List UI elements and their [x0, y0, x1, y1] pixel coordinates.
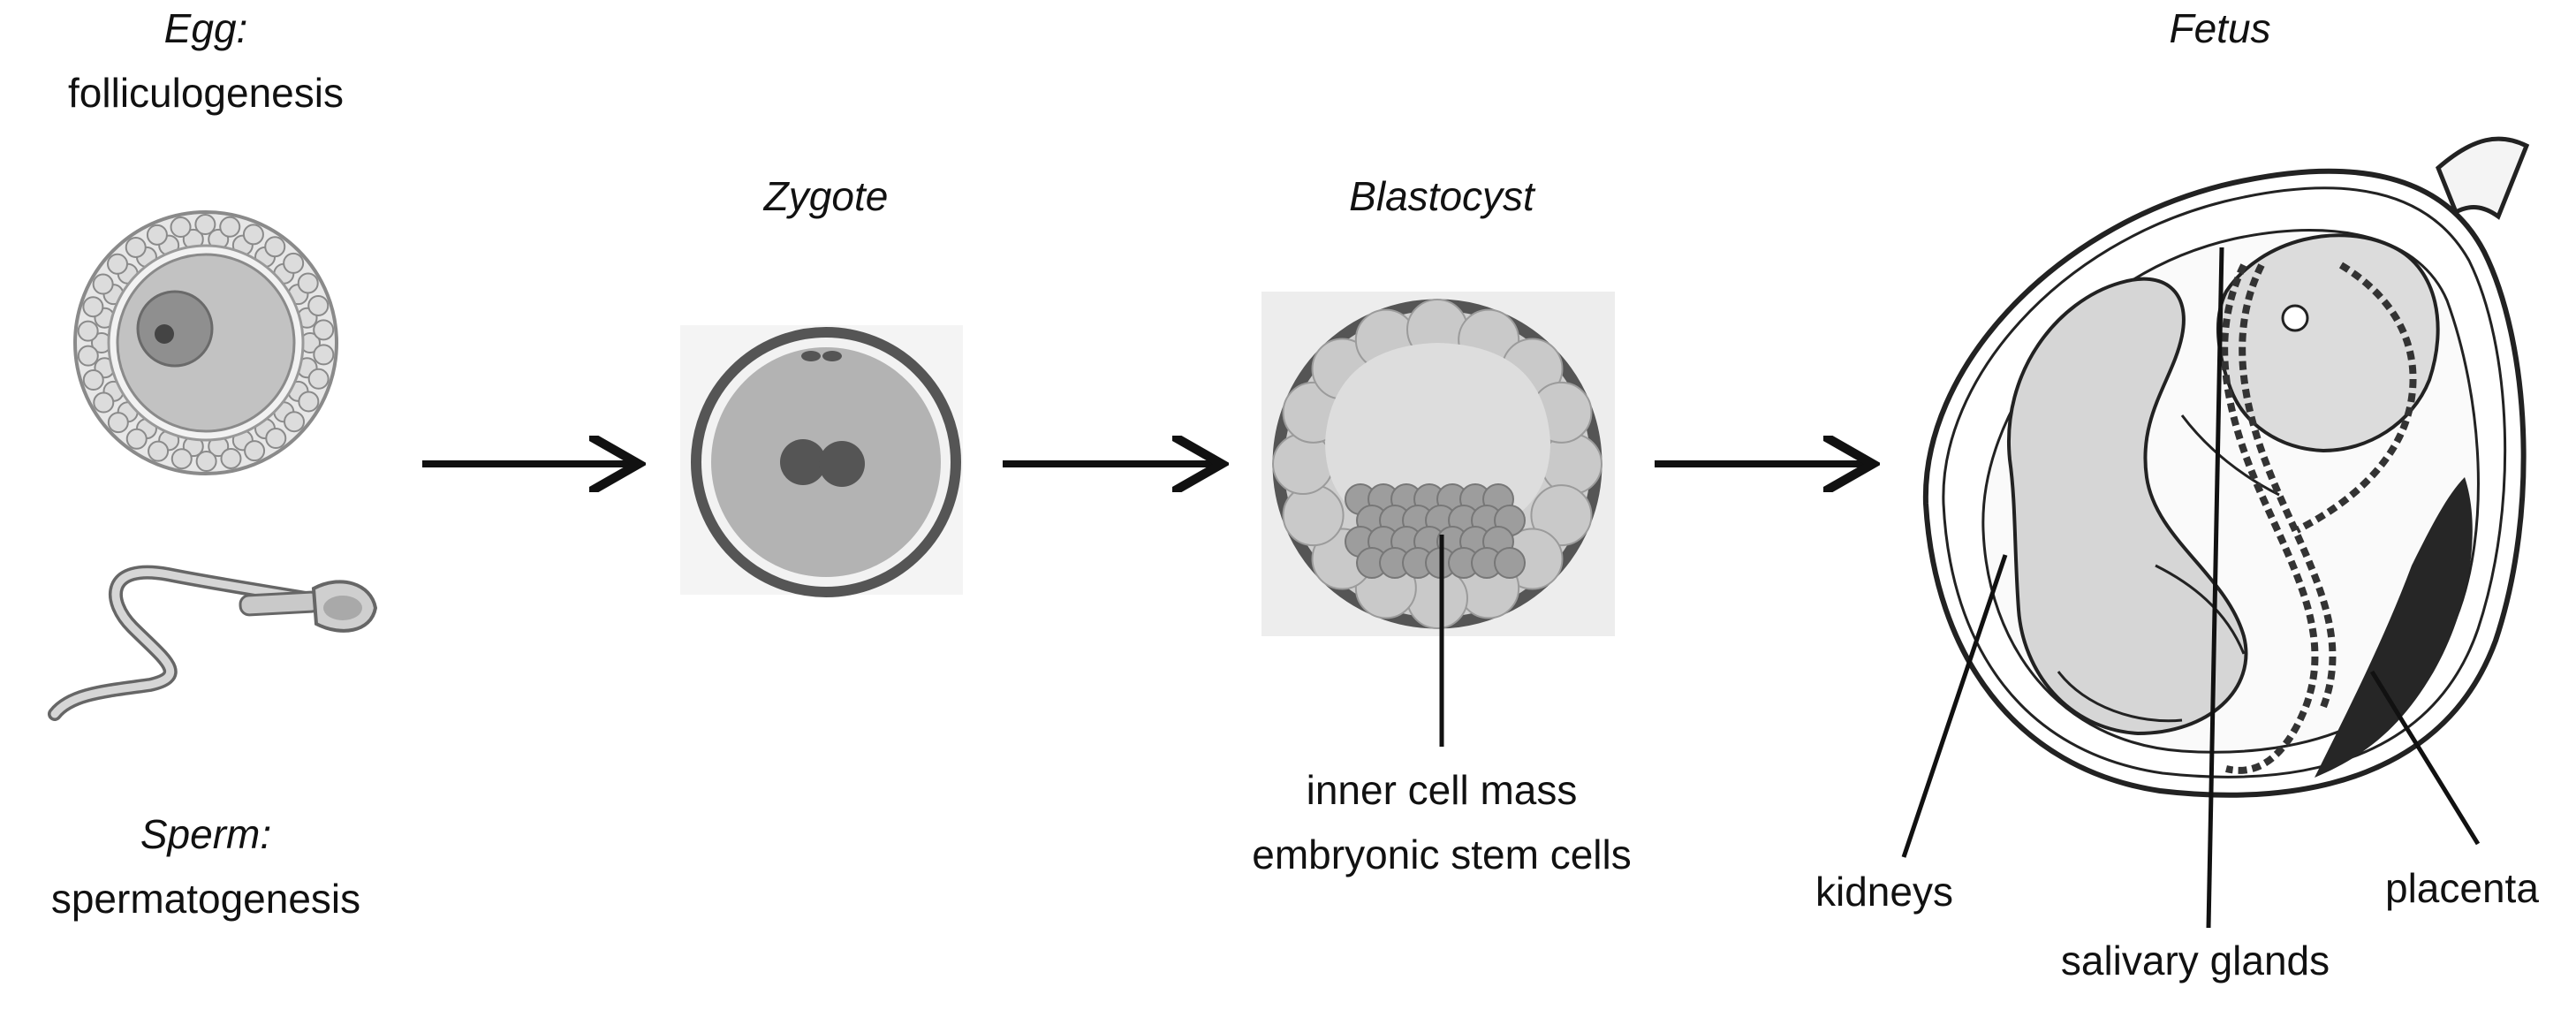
cell [307, 368, 330, 390]
fetus-illustration [1922, 136, 2530, 798]
cell [1272, 433, 1334, 495]
egg-subtitle: folliculogenesis [68, 70, 344, 116]
kidneys-leader-line [1901, 554, 2008, 858]
cell [146, 224, 168, 246]
sperm-subtitle: spermatogenesis [50, 876, 361, 922]
blastocyst-illustration [1261, 292, 1615, 636]
zygote-title: Zygote [763, 173, 889, 219]
fetus-body [2007, 277, 2248, 736]
cell [82, 369, 104, 391]
cell [92, 273, 114, 295]
sperm-title: Sperm: [140, 811, 272, 857]
egg-illustration [73, 210, 338, 475]
cell [242, 224, 264, 246]
kidneys-label: kidneys [1815, 869, 1953, 915]
cell [107, 412, 129, 434]
sperm-illustration [48, 565, 378, 721]
fetus-title: Fetus [2169, 5, 2271, 51]
cell [297, 272, 319, 294]
cell [1282, 484, 1345, 547]
icm-label-line2: embryonic stem cells [1252, 832, 1632, 877]
fetus-head [2216, 233, 2440, 453]
cell [77, 345, 99, 367]
pronucleus [780, 439, 826, 485]
cell [93, 391, 115, 414]
umbilical-cord [2221, 263, 2337, 774]
cell [313, 319, 335, 341]
cell [283, 252, 305, 274]
placenta-label: placenta [2385, 865, 2539, 911]
icm-label-line1: inner cell mass [1306, 767, 1578, 813]
cell [220, 447, 242, 469]
cell [77, 320, 99, 342]
egg-title: Egg: [163, 5, 248, 51]
cell [125, 236, 147, 258]
cell [170, 216, 192, 239]
cell [1541, 433, 1602, 495]
cell [244, 440, 266, 462]
cell [170, 448, 193, 470]
salivary-leader-line [2206, 247, 2224, 929]
cell [307, 294, 330, 316]
cell [219, 216, 241, 238]
cell [264, 236, 286, 258]
salivary-glands-label: salivary glands [2060, 938, 2330, 983]
egg-nucleolus [155, 324, 174, 344]
inner-cell-mass [1345, 483, 1526, 579]
cell [298, 391, 320, 413]
egg-nucleus [136, 290, 214, 368]
cell [1494, 547, 1526, 579]
cell [284, 411, 306, 433]
cell [82, 296, 104, 318]
cell [125, 428, 148, 450]
placenta-shape [2315, 477, 2473, 778]
zygote-illustration [680, 325, 963, 597]
cell [106, 253, 128, 275]
cell [1530, 484, 1593, 547]
pronucleus [819, 441, 865, 487]
cell [195, 450, 217, 472]
cell [194, 214, 216, 236]
blastocyst-title: Blastocyst [1349, 173, 1534, 219]
cell [148, 440, 170, 462]
placenta-leader-line [2369, 670, 2481, 846]
cell [313, 344, 335, 366]
cell [265, 428, 287, 450]
